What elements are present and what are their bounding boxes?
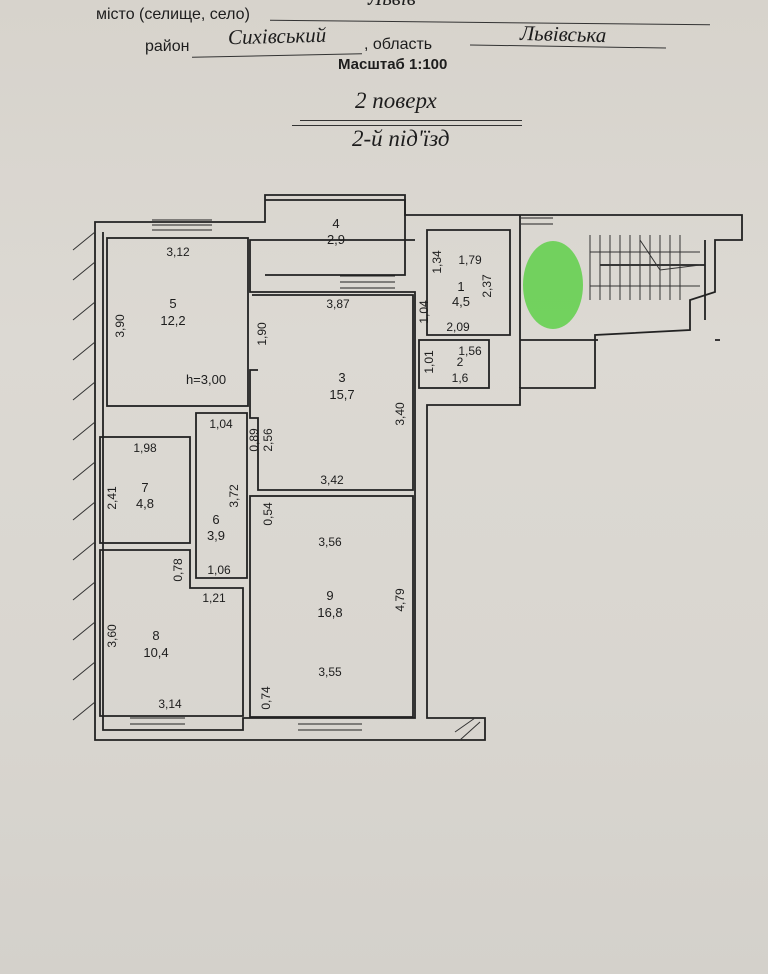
- room-8-area: 10,4: [143, 645, 168, 660]
- dim-1-90: 1,90: [255, 322, 269, 346]
- dim-1-06: 1,06: [207, 563, 231, 577]
- room-5-area: 12,2: [160, 313, 185, 328]
- dim-3-60: 3,60: [105, 624, 119, 648]
- dim-1-01: 1,01: [422, 350, 436, 374]
- dim-1-04-a: 1,04: [417, 300, 431, 324]
- stairs: [589, 235, 701, 300]
- room-4-id: 4: [332, 216, 339, 231]
- room-3-area: 15,7: [329, 387, 354, 402]
- room-5-outline: [106, 237, 249, 407]
- dim-1-56: 1,56: [458, 344, 482, 358]
- room-6-area: 3,9: [207, 528, 225, 543]
- dim-3-40: 3,40: [393, 402, 407, 426]
- dim-3-56: 3,56: [318, 535, 342, 549]
- highlight-mark: [523, 241, 583, 329]
- room-4-outline: [265, 199, 406, 276]
- windows: [130, 217, 553, 731]
- dim-2-37: 2,37: [480, 274, 494, 298]
- city-value: Львів: [368, 0, 416, 11]
- room-1-area: 4,5: [452, 294, 470, 309]
- room-1-outline: [426, 229, 511, 336]
- dim-1-34: 1,34: [430, 250, 444, 274]
- room-6-id: 6: [212, 512, 219, 527]
- dim-0-89: 0,89: [247, 428, 261, 452]
- room-6-outline: [195, 412, 248, 579]
- dim-3-87: 3,87: [326, 297, 350, 311]
- room-4-area: 2,9: [327, 232, 345, 247]
- floor-underline-2: [292, 125, 522, 126]
- dim-0-78: 0,78: [171, 558, 185, 582]
- dim-2-41: 2,41: [105, 486, 119, 510]
- staircase-right: [600, 240, 720, 341]
- floor-title: 2 поверх: [355, 88, 437, 113]
- room-7-outline: [99, 436, 191, 544]
- dim-1-04-b: 1,04: [209, 417, 233, 431]
- dim-3-14: 3,14: [158, 697, 182, 711]
- room-8-outline: [99, 549, 244, 717]
- room-2-id: 2: [457, 355, 464, 369]
- room-9-outline: [249, 495, 414, 718]
- floor-underline-1: [300, 120, 522, 121]
- room-2-outline: [418, 339, 490, 389]
- room-9-id: 9: [326, 588, 333, 603]
- dim-3-55: 3,55: [318, 665, 342, 679]
- dim-3-12: 3,12: [166, 245, 190, 259]
- room-7-area: 4,8: [136, 496, 154, 511]
- dim-4-79: 4,79: [393, 588, 407, 612]
- dim-2-09: 2,09: [446, 320, 470, 334]
- ceiling-height: h=3,00: [186, 372, 226, 387]
- dim-0-74: 0,74: [259, 686, 273, 710]
- room-1-id: 1: [457, 279, 464, 294]
- scale-label: Масштаб 1:100: [338, 56, 448, 73]
- entrance-title: 2-й під'їзд: [352, 126, 450, 151]
- room-9-area: 16,8: [317, 605, 342, 620]
- dim-2-56: 2,56: [261, 428, 275, 452]
- dim-3-42: 3,42: [320, 473, 344, 487]
- staircase-outline: [519, 215, 598, 388]
- room-2-area: 1,6: [452, 371, 469, 385]
- dim-1-21: 1,21: [202, 591, 226, 605]
- outer-wall: [94, 194, 743, 741]
- dim-1-79: 1,79: [458, 253, 482, 267]
- district-label: район: [145, 38, 190, 55]
- dim-3-90: 3,90: [113, 314, 127, 338]
- room-5-id: 5: [169, 296, 176, 311]
- room-3-outline: [249, 294, 414, 491]
- room-8-id: 8: [152, 628, 159, 643]
- wall-hatching: [72, 231, 481, 741]
- dim-3-72: 3,72: [227, 484, 241, 508]
- dim-0-54: 0,54: [261, 502, 275, 526]
- city-label: місто (селище, село): [96, 6, 250, 23]
- region-label: , область: [364, 36, 433, 53]
- room-7-id: 7: [141, 480, 148, 495]
- dim-1-98: 1,98: [133, 441, 157, 455]
- room-3-id: 3: [338, 370, 345, 385]
